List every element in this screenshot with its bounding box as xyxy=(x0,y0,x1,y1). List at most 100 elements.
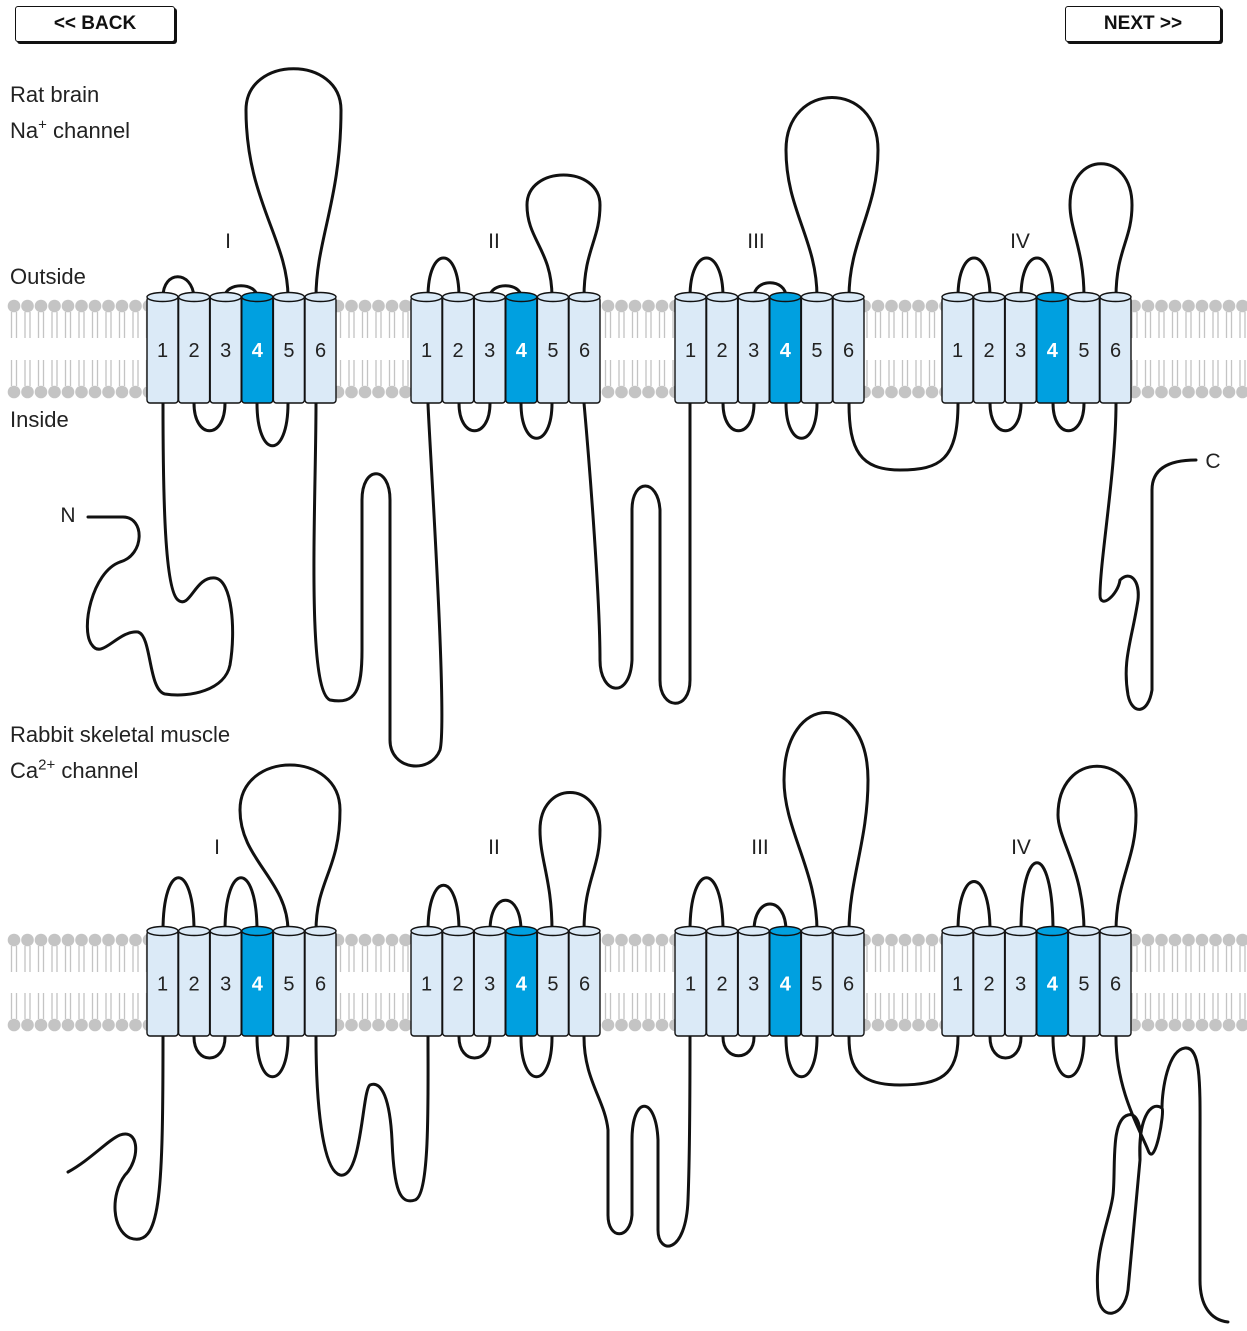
lower-III-loop-4-5 xyxy=(786,1037,817,1077)
lower-domain-label-I: I xyxy=(214,836,220,859)
upper-domain-III-segment-6: 6 xyxy=(833,293,864,404)
svg-text:6: 6 xyxy=(843,974,854,996)
upper-domain-II-segment-3: 3 xyxy=(474,293,505,404)
upper-IV-pore-loop xyxy=(1070,164,1132,297)
lower-domain-label-IV: IV xyxy=(1011,836,1031,859)
lower-I-loop-1-2 xyxy=(163,878,194,931)
lower-domain-IV-segment-2: 2 xyxy=(974,927,1005,1037)
upper-I-pore-loop xyxy=(246,69,341,297)
lower-IV-loop-3-4 xyxy=(1021,863,1053,931)
svg-text:3: 3 xyxy=(748,340,759,362)
upper-domain-II-segment-6: 6 xyxy=(569,293,600,404)
upper-domain-label-II: II xyxy=(488,230,500,253)
svg-text:6: 6 xyxy=(1110,974,1121,996)
lower-n-terminus-chain xyxy=(68,1037,163,1239)
svg-text:3: 3 xyxy=(484,340,495,362)
svg-text:1: 1 xyxy=(952,974,963,996)
svg-text:5: 5 xyxy=(811,340,822,362)
lower-I-loop-2-3 xyxy=(194,1037,225,1058)
svg-text:6: 6 xyxy=(579,974,590,996)
upper-II-loop-2-3 xyxy=(459,403,490,431)
upper-domain-label-I: I xyxy=(225,230,231,253)
lower-domain-IV-segment-4: 4 xyxy=(1037,927,1068,1037)
svg-text:3: 3 xyxy=(484,974,495,996)
svg-text:1: 1 xyxy=(157,340,168,362)
upper-III-loop-1-2 xyxy=(690,258,723,297)
upper-IV-loop-2-3 xyxy=(990,403,1021,431)
svg-text:5: 5 xyxy=(547,974,558,996)
svg-text:6: 6 xyxy=(1110,340,1121,362)
lower-domain-I-segment-4: 4 xyxy=(242,927,273,1037)
svg-text:2: 2 xyxy=(984,974,995,996)
upper-domain-III-segment-1: 1 xyxy=(675,293,706,404)
lower-IV-loop-4-5 xyxy=(1053,1037,1084,1077)
svg-text:2: 2 xyxy=(189,340,200,362)
svg-text:4: 4 xyxy=(1047,974,1059,996)
lower-domain-II-segment-6: 6 xyxy=(569,927,600,1037)
upper-domain-I-segment-6: 6 xyxy=(305,293,336,404)
svg-text:4: 4 xyxy=(252,340,264,362)
lower-domain-II-segment-5: 5 xyxy=(537,927,568,1037)
lower-domain-II-segment-1: 1 xyxy=(411,927,442,1037)
lower-II-loop-1-2 xyxy=(428,885,459,931)
svg-text:2: 2 xyxy=(453,974,464,996)
c-terminus-label: C xyxy=(1205,450,1220,473)
lower-domain-III-segment-3: 3 xyxy=(738,927,769,1037)
svg-text:4: 4 xyxy=(1047,340,1059,362)
upper-domain-III-segment-5: 5 xyxy=(801,293,832,404)
upper-domain-I-segment-5: 5 xyxy=(273,293,304,404)
upper-II-loop-1-2 xyxy=(428,258,459,297)
svg-text:3: 3 xyxy=(220,974,231,996)
upper-I-loop-4-5 xyxy=(257,403,288,446)
upper-domain-IV-segment-3: 3 xyxy=(1005,293,1036,404)
lower-domain-IV-segment-3: 3 xyxy=(1005,927,1036,1037)
upper-domain-IV-segment-4: 4 xyxy=(1037,293,1068,404)
upper-IV-loop-3-4 xyxy=(1021,258,1053,297)
upper-domain-III-segment-2: 2 xyxy=(707,293,738,404)
lower-domain-I-segment-5: 5 xyxy=(273,927,304,1037)
upper-domain-label-IV: IV xyxy=(1010,230,1030,253)
lower-I-II-linker xyxy=(316,1037,428,1201)
svg-text:3: 3 xyxy=(748,974,759,996)
lower-II-loop-2-3 xyxy=(459,1037,490,1058)
lower-domain-III-segment-1: 1 xyxy=(675,927,706,1037)
upper-domain-III-segment-3: 3 xyxy=(738,293,769,404)
upper-domain-II-segment-4: 4 xyxy=(506,293,537,404)
upper-domain-II-segment-5: 5 xyxy=(537,293,568,404)
lower-I-loop-3-4 xyxy=(225,878,257,931)
lower-domain-label-II: II xyxy=(488,836,500,859)
svg-text:5: 5 xyxy=(1078,340,1089,362)
upper-III-IV-linker xyxy=(849,403,958,470)
lower-domain-III-segment-2: 2 xyxy=(707,927,738,1037)
svg-text:5: 5 xyxy=(547,340,558,362)
svg-text:2: 2 xyxy=(453,340,464,362)
svg-text:3: 3 xyxy=(220,340,231,362)
upper-n-terminus-chain xyxy=(87,403,232,695)
lower-domain-IV-segment-1: 1 xyxy=(942,927,973,1037)
upper-III-pore-loop xyxy=(786,98,878,298)
lower-I-loop-4-5 xyxy=(257,1037,288,1077)
svg-text:6: 6 xyxy=(843,340,854,362)
upper-I-II-linker xyxy=(314,403,442,766)
svg-text:2: 2 xyxy=(984,340,995,362)
svg-text:1: 1 xyxy=(157,974,168,996)
svg-text:4: 4 xyxy=(516,974,528,996)
n-terminus-label: N xyxy=(60,504,75,527)
upper-domain-IV-segment-6: 6 xyxy=(1100,293,1131,404)
lower-domain-III-segment-5: 5 xyxy=(801,927,832,1037)
svg-text:4: 4 xyxy=(780,340,792,362)
upper-III-loop-4-5 xyxy=(786,403,817,438)
upper-domain-IV-segment-5: 5 xyxy=(1068,293,1099,404)
upper-domain-I-segment-4: 4 xyxy=(242,293,273,404)
upper-domain-I-segment-1: 1 xyxy=(147,293,178,404)
lower-II-loop-4-5 xyxy=(521,1037,552,1077)
svg-text:6: 6 xyxy=(579,340,590,362)
lower-domain-I-segment-3: 3 xyxy=(210,927,241,1037)
upper-I-loop-2-3 xyxy=(194,403,225,431)
